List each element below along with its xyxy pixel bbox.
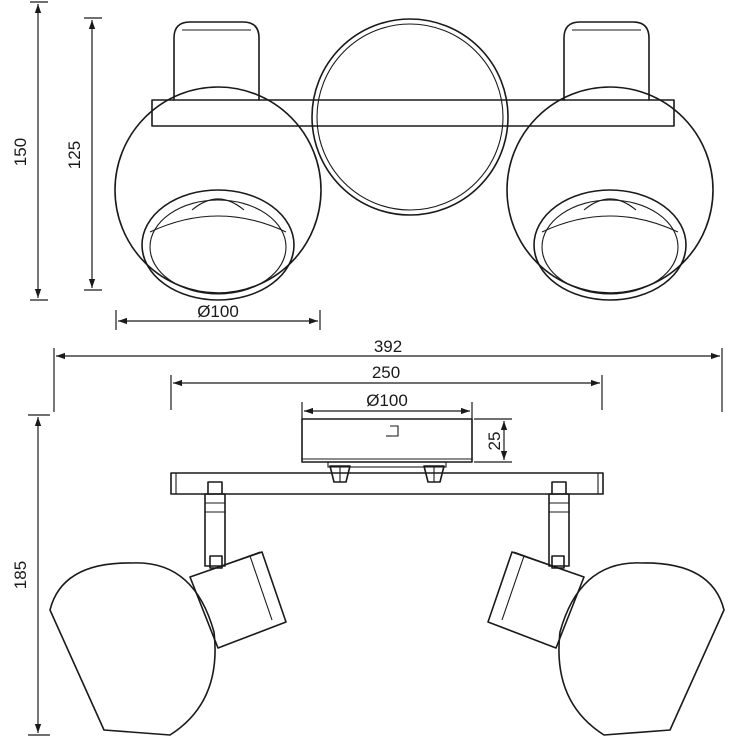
dim-150: 150 xyxy=(11,1,48,301)
dim-250: 250 xyxy=(170,363,603,410)
top-view: 150 125 Ø100 xyxy=(11,1,714,330)
top-right-lamp xyxy=(506,21,714,301)
side-left-spot xyxy=(49,481,287,736)
dim-250-label: 250 xyxy=(372,363,400,382)
dim-shade-diameter-label: Ø100 xyxy=(197,302,239,321)
dim-150-label: 150 xyxy=(11,138,30,166)
dim-base-diameter-label: Ø100 xyxy=(366,391,408,410)
dim-392-label: 392 xyxy=(374,337,402,356)
side-mounting-bar xyxy=(170,472,604,495)
dim-185-label: 185 xyxy=(11,561,30,589)
side-view: 392 250 Ø100 25 185 xyxy=(11,337,725,736)
side-right-spot xyxy=(487,481,725,736)
side-screw-left xyxy=(329,465,351,483)
top-left-lamp xyxy=(114,21,322,301)
top-base-plate xyxy=(311,18,509,216)
dim-shade-diameter: Ø100 xyxy=(115,302,321,330)
dim-125: 125 xyxy=(65,17,102,291)
side-base-box xyxy=(301,418,473,468)
side-screw-right xyxy=(423,465,445,483)
dim-25: 25 xyxy=(474,418,512,463)
dim-base-diameter: Ø100 xyxy=(301,391,473,420)
dim-392: 392 xyxy=(53,337,723,412)
dim-25-label: 25 xyxy=(485,432,504,451)
dim-125-label: 125 xyxy=(65,141,84,169)
top-mounting-bar xyxy=(151,99,675,127)
dim-185: 185 xyxy=(11,414,50,736)
